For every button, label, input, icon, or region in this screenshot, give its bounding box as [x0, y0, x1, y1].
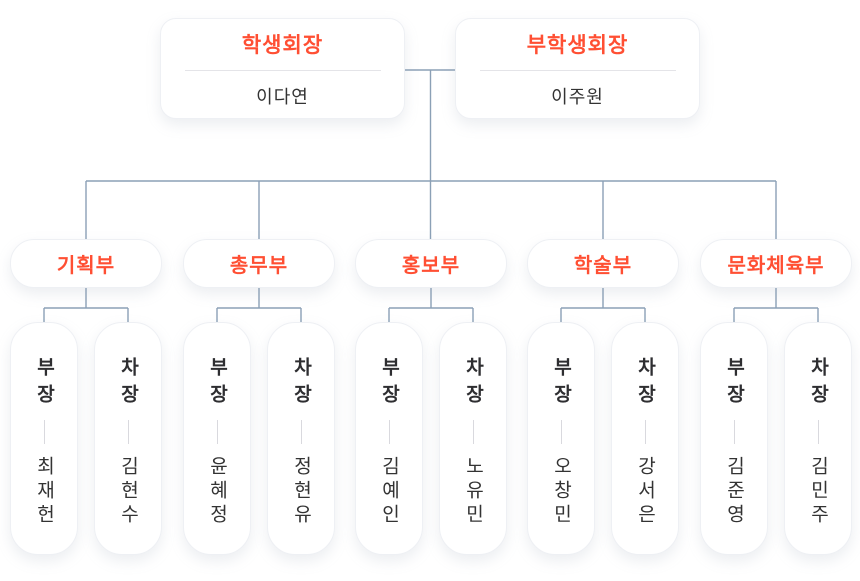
role-label: 차장	[634, 357, 656, 411]
member-name: 최재헌	[33, 456, 55, 528]
pill-divider	[216, 420, 218, 444]
member-name: 윤혜정	[206, 456, 228, 528]
member-card: 차장 김민주	[784, 322, 852, 555]
card-divider	[184, 69, 381, 71]
president-name: 이다연	[256, 86, 309, 107]
pill-divider	[300, 420, 302, 444]
member-name: 정현유	[290, 456, 312, 528]
member-name: 오창민	[550, 456, 572, 528]
role-label: 부장	[550, 357, 572, 411]
pill-divider	[733, 420, 735, 444]
pill-divider	[127, 420, 129, 444]
pill-divider	[388, 420, 390, 444]
member-name: 김예인	[378, 456, 400, 528]
department-card-academic: 학술부	[527, 239, 679, 288]
member-card: 부장 윤혜정	[183, 322, 251, 555]
member-name: 김준영	[723, 456, 745, 528]
member-card: 부장 김예인	[355, 322, 423, 555]
pill-divider	[43, 420, 45, 444]
member-name: 김현수	[117, 456, 139, 528]
department-card-general-affairs: 총무부	[183, 239, 335, 288]
department-card-culture-sports: 문화체육부	[700, 239, 852, 288]
member-name: 김민주	[807, 456, 829, 528]
vice-president-title: 부학생회장	[526, 33, 629, 57]
president-title: 학생회장	[241, 33, 324, 57]
role-label: 부장	[378, 357, 400, 411]
vice-president-name: 이주원	[551, 86, 604, 107]
role-label: 차장	[290, 357, 312, 411]
member-card: 차장 김현수	[94, 322, 162, 555]
member-card: 차장 강서은	[611, 322, 679, 555]
role-label: 차장	[807, 357, 829, 411]
member-name: 강서은	[634, 456, 656, 528]
department-card-pr: 홍보부	[355, 239, 507, 288]
member-name: 노유민	[462, 456, 484, 528]
pill-divider	[817, 420, 819, 444]
pill-divider	[472, 420, 474, 444]
pill-divider	[644, 420, 646, 444]
member-card: 부장 김준영	[700, 322, 768, 555]
member-card: 부장 오창민	[527, 322, 595, 555]
president-card: 학생회장 이다연	[160, 18, 405, 119]
member-card: 부장 최재헌	[10, 322, 78, 555]
member-card: 차장 노유민	[439, 322, 507, 555]
role-label: 부장	[33, 357, 55, 411]
pill-divider	[560, 420, 562, 444]
role-label: 부장	[723, 357, 745, 411]
department-card-planning: 기획부	[10, 239, 162, 288]
role-label: 차장	[462, 357, 484, 411]
member-card: 차장 정현유	[267, 322, 335, 555]
vice-president-card: 부학생회장 이주원	[455, 18, 700, 119]
role-label: 부장	[206, 357, 228, 411]
role-label: 차장	[117, 357, 139, 411]
card-divider	[479, 69, 676, 71]
